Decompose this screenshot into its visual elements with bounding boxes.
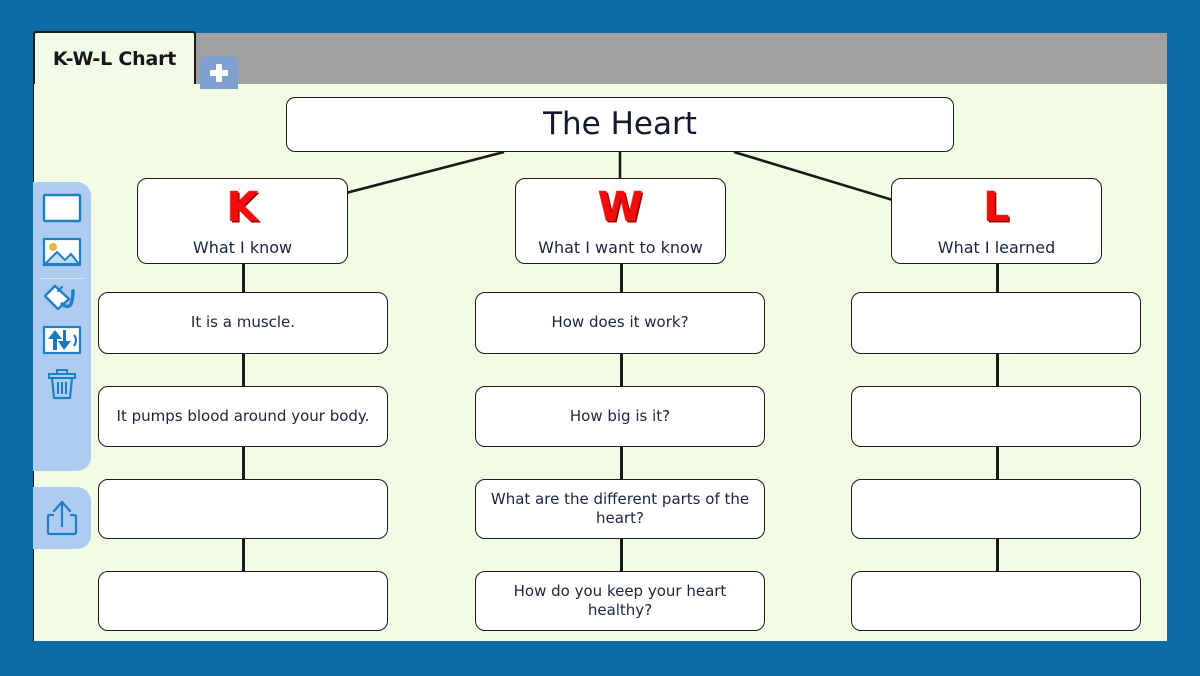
- header-letter-k: K: [226, 183, 259, 231]
- node-w-item-2[interactable]: How big is it?: [475, 386, 765, 447]
- picture-icon: [42, 237, 82, 267]
- trash-icon: [48, 369, 76, 400]
- node-w-item-1-text: How does it work?: [551, 313, 689, 332]
- node-header-w[interactable]: W What I want to know: [515, 178, 726, 264]
- node-l-item-1[interactable]: [851, 292, 1141, 354]
- connector-w-4: [620, 539, 623, 571]
- node-w-item-1[interactable]: How does it work?: [475, 292, 765, 354]
- node-w-item-2-text: How big is it?: [569, 406, 671, 425]
- connector-k-1: [242, 264, 245, 292]
- node-k-item-3[interactable]: [98, 479, 388, 539]
- node-l-item-3[interactable]: [851, 479, 1141, 539]
- connector-l-3: [996, 447, 999, 479]
- node-l-item-4[interactable]: [851, 571, 1141, 631]
- node-w-item-3[interactable]: What are the different parts of the hear…: [475, 479, 765, 539]
- node-title-text: The Heart: [543, 105, 697, 142]
- node-k-item-2[interactable]: It pumps blood around your body.: [98, 386, 388, 447]
- export-tool-button[interactable]: [40, 500, 84, 536]
- rectangle-icon: [42, 193, 82, 223]
- node-k-item-1[interactable]: It is a muscle.: [98, 292, 388, 354]
- diagram-canvas[interactable]: The Heart K What I know W What I want to…: [33, 84, 1167, 641]
- header-letter-l: L: [983, 183, 1010, 231]
- paint-bucket-icon: [43, 284, 75, 310]
- node-header-k[interactable]: K What I know: [137, 178, 348, 264]
- header-subtitle-k: What I know: [192, 238, 293, 257]
- add-tab-button[interactable]: [200, 56, 238, 89]
- connector-l-2: [996, 354, 999, 386]
- image-tool-button[interactable]: [40, 234, 84, 270]
- sound-tool-button[interactable]: [40, 322, 84, 358]
- connector-w-2: [620, 354, 623, 386]
- connector-l-1: [996, 264, 999, 292]
- node-title[interactable]: The Heart: [286, 97, 954, 152]
- fill-tool-button[interactable]: [40, 278, 84, 314]
- delete-tool-button[interactable]: [40, 366, 84, 402]
- connector-w-3: [620, 447, 623, 479]
- connector-k-3: [242, 447, 245, 479]
- plus-icon: [210, 63, 228, 82]
- shape-tool-button[interactable]: [40, 190, 84, 226]
- tool-panel-share: [33, 487, 91, 549]
- connector-l-4: [996, 539, 999, 571]
- connector-k-2: [242, 354, 245, 386]
- node-k-item-2-text: It pumps blood around your body.: [116, 406, 370, 425]
- header-letter-w: W: [597, 183, 644, 231]
- tab-kwl-chart[interactable]: K-W-L Chart: [33, 31, 196, 84]
- share-upload-icon: [46, 500, 78, 536]
- node-header-l[interactable]: L What I learned: [891, 178, 1102, 264]
- tab-label: K-W-L Chart: [52, 47, 177, 70]
- node-k-item-1-text: It is a muscle.: [190, 313, 296, 332]
- node-l-item-2[interactable]: [851, 386, 1141, 447]
- header-subtitle-l: What I learned: [937, 238, 1056, 257]
- node-w-item-4-text: How do you keep your heart healthy?: [513, 581, 727, 619]
- connector-k-4: [242, 539, 245, 571]
- tool-panel-main: [33, 182, 91, 471]
- header-subtitle-w: What I want to know: [538, 238, 703, 257]
- node-w-item-3-text: What are the different parts of the hear…: [490, 489, 750, 527]
- connector-w-1: [620, 264, 623, 292]
- node-k-item-4[interactable]: [98, 571, 388, 631]
- sound-arrows-icon: [42, 325, 82, 355]
- node-w-item-4[interactable]: How do you keep your heart healthy?: [475, 571, 765, 631]
